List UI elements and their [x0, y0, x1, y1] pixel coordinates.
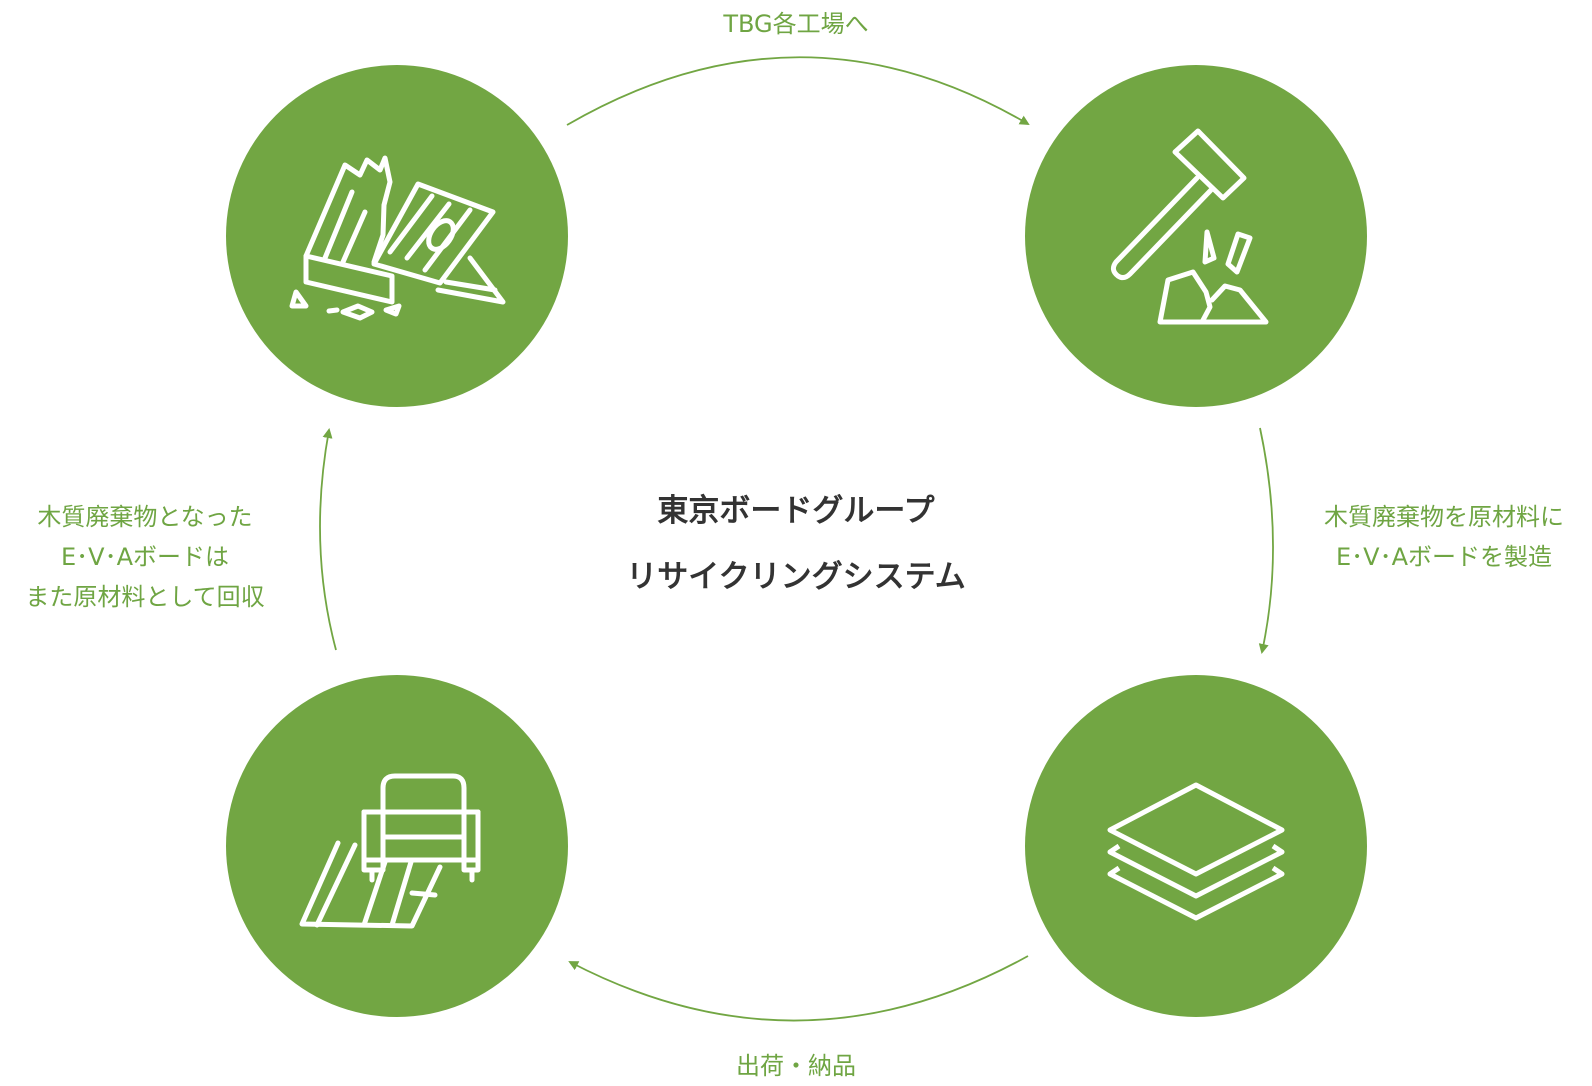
- center-title-line2: リサイクリングシステム: [626, 559, 966, 595]
- label-top: TBG各工場へ: [700, 4, 892, 44]
- arrow-right: [1258, 427, 1274, 654]
- center-title: 東京ボードグループ リサイクリングシステム: [576, 478, 1016, 610]
- arrow-top: [566, 56, 1030, 126]
- label-right-line1: 木質廃棄物を原材料に: [1324, 503, 1564, 531]
- label-bottom-text: 出荷・納品: [736, 1052, 856, 1080]
- label-bottom: 出荷・納品: [700, 1046, 892, 1086]
- step-furniture: [226, 675, 568, 1017]
- arrow-left: [319, 428, 337, 651]
- label-right-line2: E･V･Aボードを製造: [1336, 543, 1552, 571]
- stacked-boards-icon: [1107, 782, 1285, 921]
- step-crushing: [1025, 65, 1367, 407]
- step-wood-waste: [226, 65, 568, 407]
- label-top-text: TBG各工場へ: [723, 10, 869, 38]
- label-left-line1: 木質廃棄物となった: [37, 503, 253, 531]
- center-title-line1: 東京ボードグループ: [657, 493, 935, 529]
- hammer-crushing-icon: [1110, 128, 1269, 325]
- label-left: 木質廃棄物となった E･V･Aボードは また原材料として回収: [2, 497, 288, 617]
- label-left-line2: E･V･Aボードは: [61, 543, 229, 571]
- label-left-line3: また原材料として回収: [25, 583, 265, 611]
- step-board: [1025, 675, 1367, 1017]
- armchair-flooring-icon: [299, 773, 481, 929]
- broken-wood-planks-icon: [289, 155, 506, 321]
- arrow-bottom: [568, 955, 1029, 1022]
- label-right: 木質廃棄物を原材料に E･V･Aボードを製造: [1300, 497, 1588, 577]
